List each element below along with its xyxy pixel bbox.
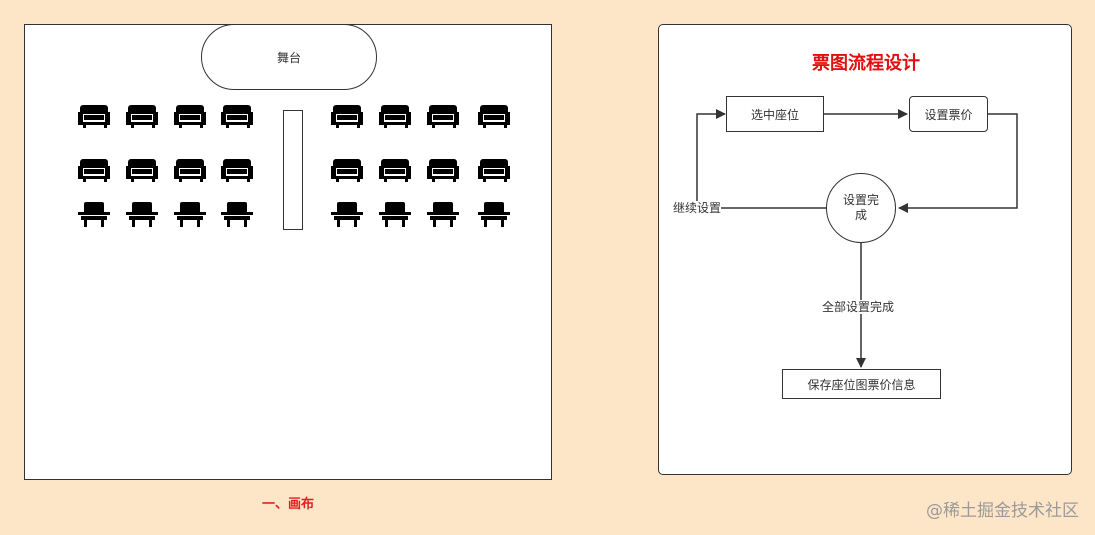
flow-panel: 票图流程设计 选中座位 设置票价 设置完 成 保存座位图票价信息 继续设置 全部… [658, 24, 1072, 475]
chair-icon[interactable] [220, 201, 254, 227]
stage: 舞台 [201, 24, 377, 90]
flow-connectors [696, 109, 1018, 368]
edge-price-to-done [898, 113, 1018, 213]
armchair-icon[interactable] [426, 103, 460, 129]
edge-done-to-select [696, 109, 827, 209]
armchair-icon[interactable] [426, 157, 460, 183]
armchair-icon[interactable] [173, 103, 207, 129]
armchair-icon[interactable] [173, 157, 207, 183]
node-set-done: 设置完 成 [826, 173, 896, 243]
armchair-icon[interactable] [330, 103, 364, 129]
armchair-icon[interactable] [220, 157, 254, 183]
seat-canvas: 舞台 [24, 24, 552, 480]
node-set-price: 设置票价 [909, 96, 988, 132]
armchair-icon[interactable] [330, 157, 364, 183]
aisle [283, 110, 303, 230]
chair-icon[interactable] [77, 201, 111, 227]
canvas-caption: 一、画布 [261, 497, 314, 512]
armchair-icon[interactable] [77, 157, 111, 183]
chair-icon[interactable] [330, 201, 364, 227]
flow-title: 票图流程设计 [812, 53, 920, 74]
chair-icon[interactable] [477, 201, 511, 227]
armchair-icon[interactable] [477, 157, 511, 183]
armchair-icon[interactable] [378, 103, 412, 129]
chair-icon[interactable] [173, 201, 207, 227]
node-select-seat: 选中座位 [726, 96, 824, 132]
armchair-icon[interactable] [378, 157, 412, 183]
armchair-icon[interactable] [77, 103, 111, 129]
chair-icon[interactable] [125, 201, 159, 227]
watermark: @稀土掘金技术社区 [926, 501, 1079, 521]
edge-label-continue: 继续设置 [673, 201, 722, 215]
armchair-icon[interactable] [125, 103, 159, 129]
stage-label: 舞台 [276, 50, 301, 65]
armchair-icon[interactable] [477, 103, 511, 129]
chair-icon[interactable] [378, 201, 412, 227]
node-save-info: 保存座位图票价信息 [782, 369, 941, 399]
armchair-icon[interactable] [125, 157, 159, 183]
edge-label-all-done: 全部设置完成 [822, 300, 895, 314]
armchair-icon[interactable] [220, 103, 254, 129]
chair-icon[interactable] [426, 201, 460, 227]
